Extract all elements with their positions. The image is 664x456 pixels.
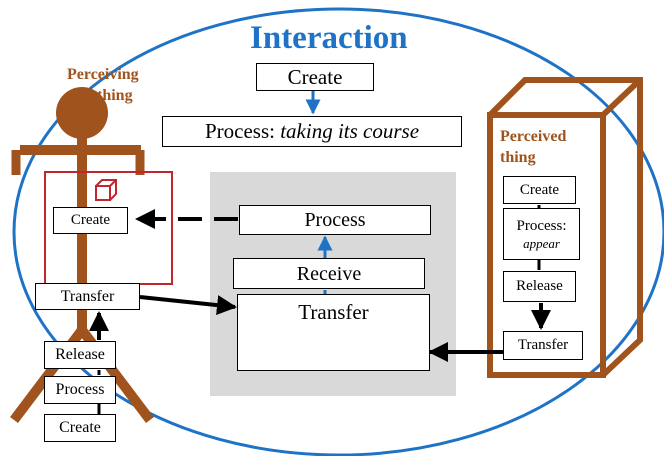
top-process-italic: taking its course (280, 119, 420, 143)
perceived-process-box: Process: appear (503, 208, 580, 260)
top-process-prefix: Process: (204, 119, 281, 143)
top-create-box: Create (256, 63, 374, 91)
perceiver-create-box: Create (53, 207, 128, 234)
center-process-box: Process (239, 205, 431, 235)
interaction-ellipse (12, 7, 664, 456)
perceived-label-line2: thing (500, 148, 536, 166)
perceived-process-label: Process: (516, 217, 567, 234)
perceived-label-line1: Perceived (500, 128, 567, 145)
perceived-create-box: Create (503, 176, 576, 204)
top-process-box: Process: taking its course (162, 116, 462, 147)
perceiver-create-bottom-box: Create (44, 414, 116, 442)
perceived-thing-label: Perceived thing (500, 127, 566, 169)
perceived-thing-box (487, 77, 643, 378)
perceiver-transfer-box: Transfer (35, 283, 140, 310)
center-transfer-box: Transfer (237, 294, 430, 371)
perceiver-release-box: Release (44, 341, 116, 369)
arrow-transfer-to-center (139, 295, 237, 316)
perceiving-label-line1: Perceiving (67, 66, 139, 83)
center-receive-box: Receive (233, 258, 425, 289)
perceiving-thing-label: Perceiving thing (67, 65, 139, 107)
cube-icon (95, 179, 117, 201)
perceived-release-box: Release (503, 271, 576, 302)
diagram-title: Interaction (250, 20, 408, 56)
perceiver-process-box: Process (44, 376, 116, 404)
perceived-transfer-box: Transfer (503, 331, 583, 360)
perceived-process-appear: appear (523, 235, 560, 251)
perceiving-label-line2: thing (97, 86, 133, 104)
